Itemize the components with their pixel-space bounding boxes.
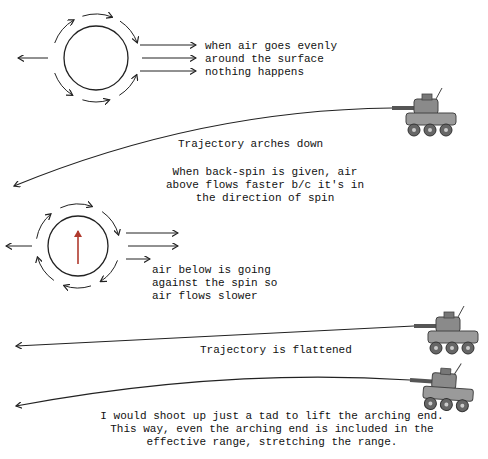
airflow-arrow bbox=[119, 75, 137, 96]
label-holder: When back-spin is given, air above flows… bbox=[160, 166, 370, 205]
note-text: I would shoot up just a tad to lift the … bbox=[92, 410, 452, 449]
note-text: when air goes evenly around the surface … bbox=[205, 40, 350, 79]
note-text: Trajectory is flattened bbox=[200, 344, 375, 357]
label-holder: air below is going against the spin so a… bbox=[152, 264, 287, 303]
airflow-arrow bbox=[37, 214, 51, 239]
airflow-arrow bbox=[120, 21, 137, 43]
airflow-arrow bbox=[82, 100, 109, 102]
airflow-arrow bbox=[60, 204, 92, 208]
note-text: air below is going against the spin so a… bbox=[152, 264, 287, 303]
airflow-arrow bbox=[82, 14, 112, 17]
airflow-arrow bbox=[64, 286, 91, 289]
note-text: When back-spin is given, air above flows… bbox=[160, 166, 370, 205]
label-holder: when air goes evenly around the surface … bbox=[205, 40, 350, 79]
airflow-arrow bbox=[55, 73, 73, 95]
airflow-arrow bbox=[102, 212, 119, 236]
label-holder: Trajectory is flattened bbox=[200, 344, 375, 357]
note-text: Trajectory arches down bbox=[178, 138, 353, 151]
label-holder: I would shoot up just a tad to lift the … bbox=[92, 410, 452, 449]
airflow-arrow bbox=[37, 257, 54, 281]
airflow-arrow bbox=[55, 20, 74, 43]
label-holder: Trajectory arches down bbox=[178, 138, 353, 151]
airflow-arrow bbox=[100, 260, 117, 281]
